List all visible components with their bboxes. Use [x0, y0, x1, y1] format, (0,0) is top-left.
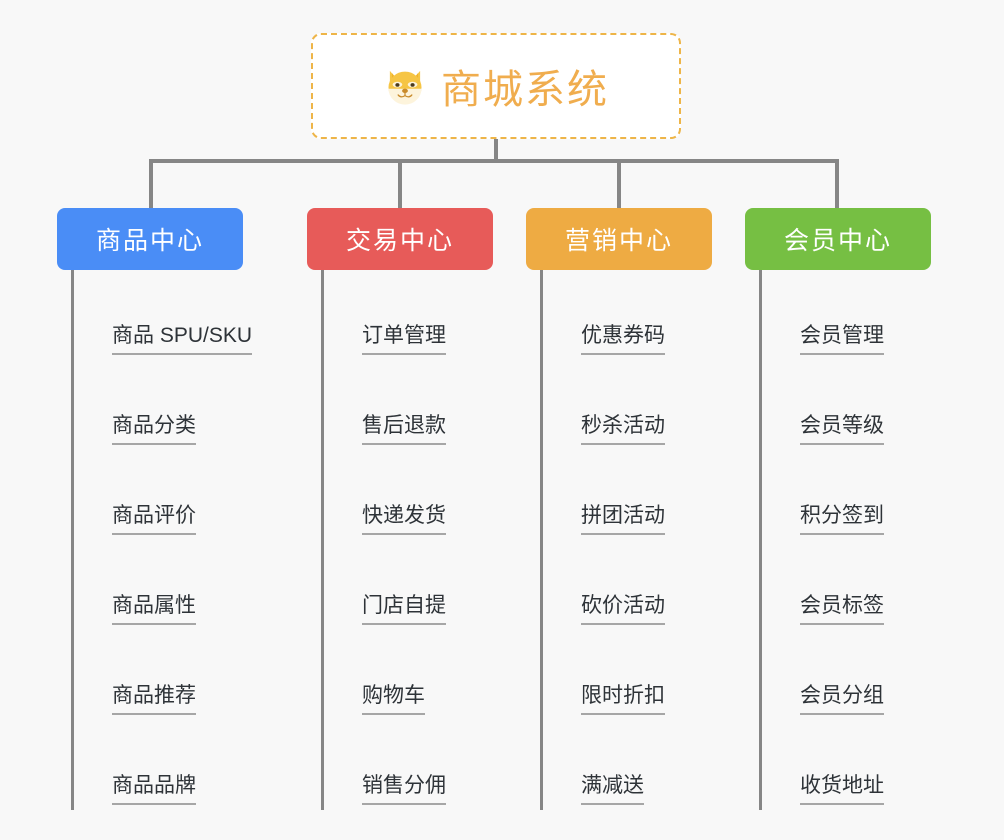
- leaf-item-label: 购物车: [362, 684, 425, 715]
- leaf-item[interactable]: 商品分类: [74, 360, 301, 450]
- leaf-item-label: 快递发货: [362, 504, 446, 535]
- leaf-item-label: 商品 SPU/SKU: [112, 324, 253, 355]
- root-title: 商城系统: [441, 68, 609, 112]
- leaf-item[interactable]: 拼团活动: [543, 450, 770, 540]
- root-node-card[interactable]: 商城系统: [311, 33, 681, 139]
- leaf-item[interactable]: 商品属性: [74, 540, 301, 630]
- leaf-item[interactable]: 快递发货: [324, 450, 551, 540]
- leaf-item[interactable]: 售后退款: [324, 360, 551, 450]
- leaf-item[interactable]: 会员标签: [762, 540, 989, 630]
- leaf-item-label: 砍价活动: [581, 594, 665, 625]
- leaf-item[interactable]: 销售分佣: [324, 720, 551, 810]
- connector-drop-marketing-center: [617, 159, 621, 209]
- leaf-item[interactable]: 会员等级: [762, 360, 989, 450]
- leaf-item[interactable]: 商品 SPU/SKU: [74, 270, 301, 360]
- leaf-item-label: 限时折扣: [581, 684, 665, 715]
- connector-drop-trade-center: [398, 159, 402, 209]
- leaf-item-label: 积分签到: [800, 504, 884, 535]
- leaf-item-label: 售后退款: [362, 414, 446, 445]
- leaf-item-label: 会员等级: [800, 414, 884, 445]
- dog-face-icon: [383, 64, 427, 108]
- category-card-product-center[interactable]: 商品中心: [57, 208, 243, 270]
- leaf-item-label: 商品推荐: [112, 684, 196, 715]
- leaf-item-label: 秒杀活动: [581, 414, 665, 445]
- leaf-item-label: 拼团活动: [581, 504, 665, 535]
- leaf-item-label: 优惠券码: [581, 324, 665, 355]
- leaf-column-member-center: 会员管理会员等级积分签到会员标签会员分组收货地址: [759, 270, 989, 810]
- leaf-column-marketing-center: 优惠券码秒杀活动拼团活动砍价活动限时折扣满减送: [540, 270, 770, 810]
- leaf-item-label: 订单管理: [362, 324, 446, 355]
- category-card-trade-center[interactable]: 交易中心: [307, 208, 493, 270]
- leaf-item[interactable]: 积分签到: [762, 450, 989, 540]
- leaf-item[interactable]: 会员分组: [762, 630, 989, 720]
- leaf-item[interactable]: 砍价活动: [543, 540, 770, 630]
- leaf-item[interactable]: 购物车: [324, 630, 551, 720]
- category-card-marketing-center[interactable]: 营销中心: [526, 208, 712, 270]
- leaf-item[interactable]: 商品评价: [74, 450, 301, 540]
- category-label-member-center: 会员中心: [783, 227, 892, 255]
- leaf-item-label: 满减送: [581, 774, 644, 805]
- leaf-item-label: 门店自提: [362, 594, 446, 625]
- leaf-item-label: 销售分佣: [362, 774, 446, 805]
- category-label-product-center: 商品中心: [95, 227, 204, 255]
- leaf-item[interactable]: 门店自提: [324, 540, 551, 630]
- leaf-item[interactable]: 满减送: [543, 720, 770, 810]
- leaf-item-label: 商品品牌: [112, 774, 196, 805]
- category-label-marketing-center: 营销中心: [564, 227, 673, 255]
- leaf-item-label: 商品分类: [112, 414, 196, 445]
- leaf-item-label: 会员分组: [800, 684, 884, 715]
- leaf-item[interactable]: 优惠券码: [543, 270, 770, 360]
- leaf-item[interactable]: 收货地址: [762, 720, 989, 810]
- category-label-trade-center: 交易中心: [345, 227, 454, 255]
- category-card-member-center[interactable]: 会员中心: [745, 208, 931, 270]
- connector-horizontal-bus: [149, 159, 835, 163]
- leaf-item[interactable]: 商品推荐: [74, 630, 301, 720]
- leaf-column-trade-center: 订单管理售后退款快递发货门店自提购物车销售分佣: [321, 270, 551, 810]
- connector-drop-member-center: [835, 159, 839, 209]
- leaf-item-label: 会员管理: [800, 324, 884, 355]
- leaf-item[interactable]: 秒杀活动: [543, 360, 770, 450]
- leaf-item[interactable]: 限时折扣: [543, 630, 770, 720]
- leaf-item-label: 收货地址: [800, 774, 884, 805]
- leaf-item[interactable]: 订单管理: [324, 270, 551, 360]
- leaf-item-label: 会员标签: [800, 594, 884, 625]
- connector-drop-product-center: [149, 159, 153, 209]
- leaf-item-label: 商品评价: [112, 504, 196, 535]
- leaf-item-label: 商品属性: [112, 594, 196, 625]
- leaf-item[interactable]: 会员管理: [762, 270, 989, 360]
- leaf-item[interactable]: 商品品牌: [74, 720, 301, 810]
- leaf-column-product-center: 商品 SPU/SKU 商品分类商品评价商品属性商品推荐商品品牌: [71, 270, 301, 810]
- connector-root-stem: [494, 139, 498, 161]
